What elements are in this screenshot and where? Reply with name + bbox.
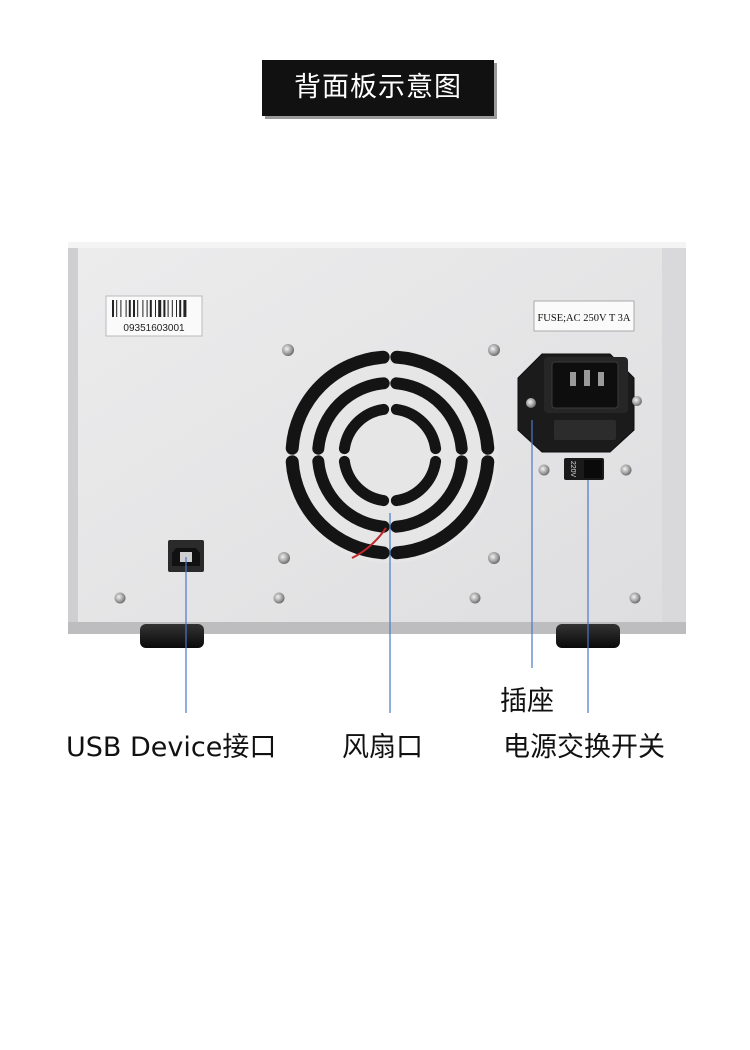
fuse-rating-text: FUSE;AC 250V T 3A (537, 313, 630, 324)
fan-vent-slot (312, 455, 390, 533)
callout-socket: 插座 (500, 686, 554, 717)
barcode-bars (112, 300, 187, 317)
screw-icon (620, 464, 632, 476)
callout-fan: 风扇口 (342, 732, 423, 763)
ac-power-socket (517, 353, 642, 453)
screw-icon (278, 552, 290, 564)
fan-vent-slot (390, 455, 468, 533)
barcode-number: 09351603001 (123, 323, 185, 334)
screw-icon (632, 396, 642, 406)
fuse-label: FUSE;AC 250V T 3A (533, 300, 635, 332)
callout-power-switch: 电源交换开关 (503, 732, 665, 763)
voltage-label: 220V (569, 461, 576, 478)
fuse-drawer (554, 420, 616, 440)
screw-icon (469, 592, 481, 604)
screw-icon (488, 552, 500, 564)
leader-lines (185, 420, 589, 713)
fan-vent-slot (390, 350, 495, 455)
page-title: 背面板示意图 (262, 60, 494, 116)
fan-vent-slot (390, 377, 468, 455)
screw-icon (282, 344, 294, 356)
rubber-foot-left (140, 624, 204, 648)
callout-usb-port: USB Device接口 (66, 732, 277, 763)
voltage-selector-switch: 220V (564, 458, 604, 480)
fan-vent-slot (390, 455, 442, 507)
fan-vent-slot (285, 350, 390, 455)
screw-icon (629, 592, 641, 604)
fan-vent-slot (390, 403, 442, 455)
screw-icon (538, 464, 550, 476)
screws (114, 344, 641, 604)
fan-grille (282, 347, 498, 563)
screw-icon (526, 398, 536, 408)
screw-icon (273, 592, 285, 604)
fan-wire (351, 527, 387, 559)
screw-icon (488, 344, 500, 356)
barcode-sticker: 09351603001 (105, 295, 203, 337)
fan-vent-slot (338, 403, 390, 455)
screw-icon (114, 592, 126, 604)
fan-vent-slot (312, 377, 390, 455)
fan-vent-slot (338, 455, 390, 507)
fan-vent-slot (390, 455, 495, 560)
